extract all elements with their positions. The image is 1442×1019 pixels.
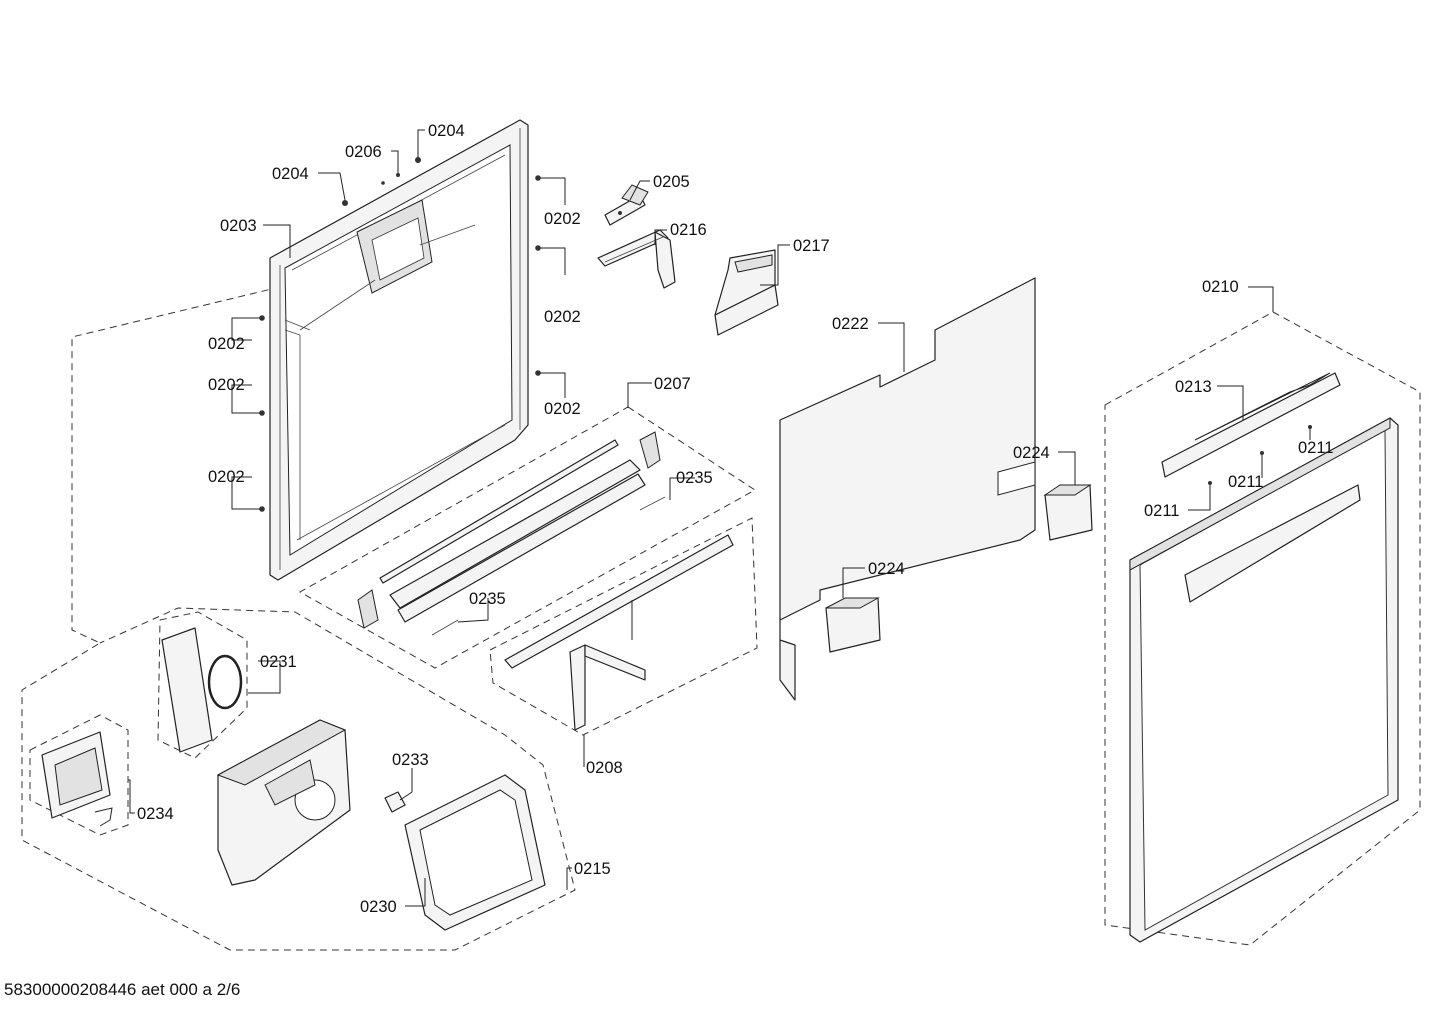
callout-0208: 0208: [586, 759, 623, 777]
callout-0216: 0216: [670, 221, 707, 239]
callout-0202-left-3: 0202: [208, 468, 245, 486]
callout-0204-a: 0204: [428, 122, 465, 140]
group-outline-0215: [21, 286, 576, 951]
foam-block-0224-b: [825, 597, 881, 653]
foam-block-0224-a: [1043, 484, 1093, 541]
callout-0230: 0230: [360, 898, 397, 916]
rail-set-0207: [357, 431, 666, 636]
bracket-0205: [604, 184, 649, 226]
callout-0203: 0203: [220, 217, 257, 235]
callout-0206: 0206: [345, 143, 382, 161]
callout-0211-b: 0211: [1228, 473, 1263, 491]
cover-0234: [41, 731, 113, 827]
gasket-0230: [404, 774, 546, 931]
callout-0207: 0207: [654, 375, 691, 393]
callout-0224-a: 0224: [1013, 444, 1050, 462]
callout-0222: 0222: [832, 315, 869, 333]
callout-0202-left-2: 0202: [208, 376, 245, 394]
outer-door-0210: [1129, 417, 1399, 943]
dispenser-housing: [216, 719, 351, 886]
door-inner-frame: [269, 119, 529, 581]
seal-0231: [161, 627, 243, 753]
drawing-reference-footer: 58300000208446 aet 000 a 2/6: [4, 980, 241, 999]
handle-0213: [1161, 372, 1341, 485]
callout-0204-b: 0204: [272, 165, 309, 183]
callout-0215: 0215: [574, 860, 611, 878]
callout-0213: 0213: [1175, 378, 1212, 396]
callout-0231: 0231: [260, 653, 297, 671]
callout-0202-left-1: 0202: [208, 335, 245, 353]
callout-0235-b: 0235: [469, 590, 506, 608]
callout-0235-a: 0235: [676, 469, 713, 487]
leader-lines: [128, 129, 1311, 907]
callout-0233: 0233: [392, 751, 429, 769]
rail-set-0208: [504, 534, 734, 731]
callout-0202-right-1: 0202: [544, 210, 581, 228]
callout-0224-b: 0224: [868, 560, 905, 578]
bracket-0216: [597, 229, 676, 289]
callout-0234: 0234: [137, 805, 174, 823]
callout-0202-right-2: 0202: [544, 308, 581, 326]
callout-0211-c: 0211: [1144, 502, 1179, 520]
callout-0210: 0210: [1202, 278, 1239, 296]
insulation-panel-0222: [779, 277, 1036, 701]
screw-parts: [259, 157, 541, 512]
holder-0217: [714, 249, 779, 336]
group-outline-0207: [298, 406, 756, 669]
callout-0217: 0217: [793, 237, 830, 255]
group-outline-0208: [489, 517, 758, 736]
clip-0233: [384, 791, 406, 813]
group-outline-0234: [29, 714, 129, 836]
callout-labels: 0204 0204 0206 0203 0202 0202 0202 0202 …: [137, 122, 1333, 916]
group-outline-0231: [157, 611, 248, 759]
callout-0205: 0205: [653, 173, 690, 191]
callout-0211-a: 0211: [1298, 439, 1333, 457]
callout-0202-right-3: 0202: [544, 400, 581, 418]
